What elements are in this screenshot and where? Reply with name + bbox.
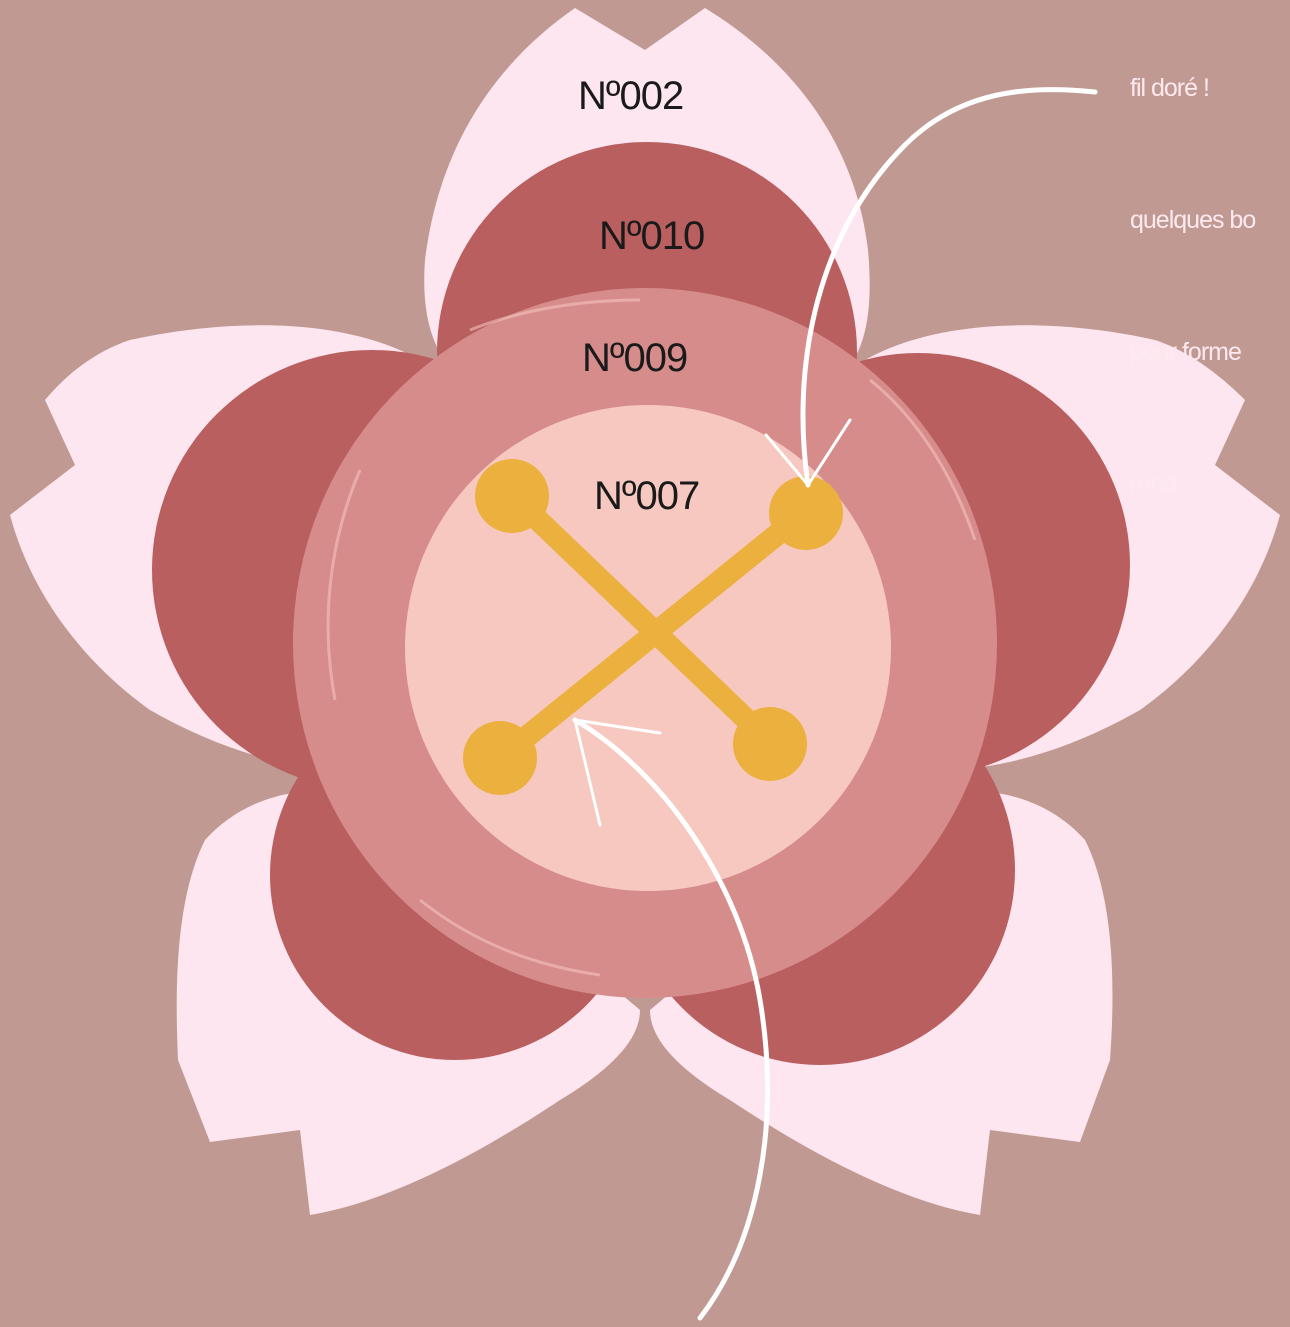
note-line-2: quelques bo [1130, 198, 1255, 242]
label-outer-petals: Nº002 [578, 74, 683, 119]
knot-top-left [475, 459, 549, 533]
knot-bottom-left [463, 721, 537, 795]
note-line-4: rond. [1130, 462, 1255, 506]
knot-bottom-right [733, 707, 807, 781]
label-ring: Nº009 [582, 336, 687, 381]
note-line-3: pour forme [1130, 330, 1255, 374]
note-line-1: fil doré ! [1130, 66, 1255, 110]
knot-top-right [769, 476, 843, 550]
label-center: Nº007 [594, 474, 699, 519]
label-inner-petals: Nº010 [599, 214, 704, 259]
annotation-text: fil doré ! quelques bo pour forme rond. [1130, 0, 1255, 550]
